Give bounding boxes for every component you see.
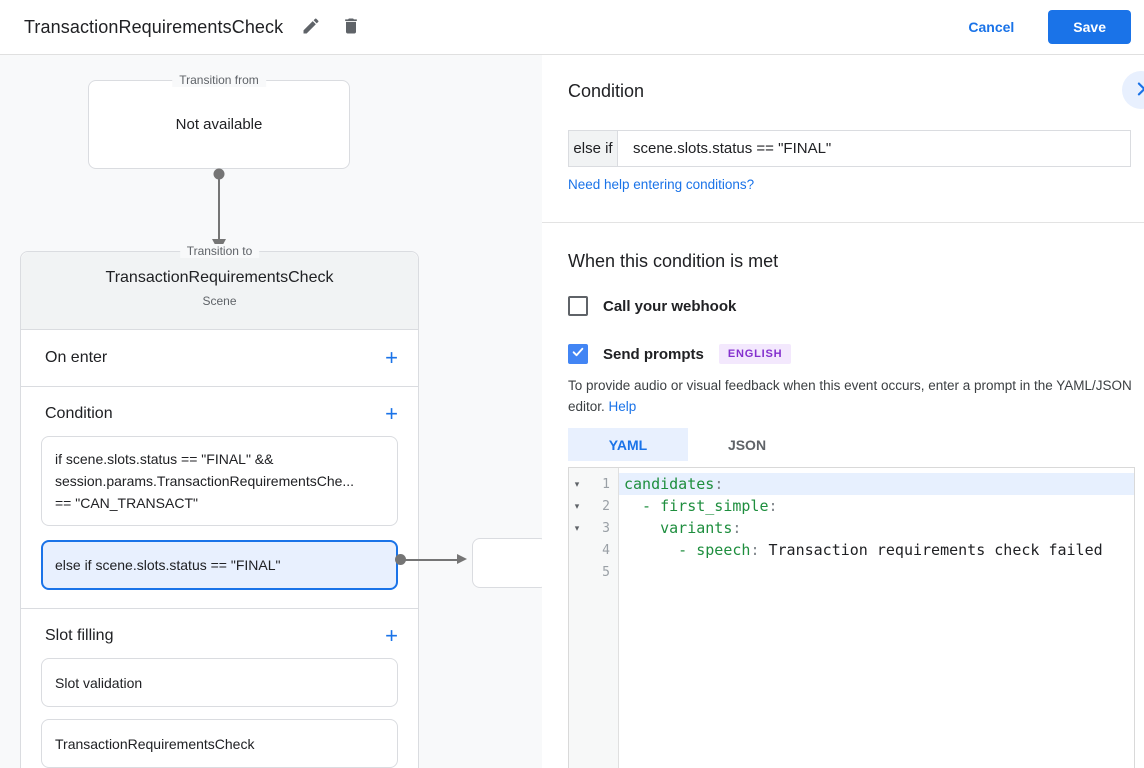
gutter-row: ▾ 1 [569, 473, 618, 495]
yaml-colon: : [768, 497, 778, 515]
slot-item-validation[interactable]: Slot validation [41, 658, 398, 707]
condition-expression-input[interactable] [618, 131, 1130, 166]
plus-icon: + [385, 401, 398, 426]
yaml-colon: : [750, 541, 760, 559]
checkmark-icon [571, 345, 585, 364]
condition-label: Condition [45, 405, 113, 422]
line-number: 1 [602, 476, 610, 492]
send-prompts-option[interactable]: Send prompts ENGLISH [568, 344, 792, 364]
slot-filling-label: Slot filling [45, 627, 114, 644]
code-line [619, 561, 1134, 583]
connector-line [405, 558, 458, 561]
yaml-value: Transaction requirements check failed [759, 541, 1103, 559]
yaml-colon: : [714, 475, 724, 493]
transition-target-box[interactable] [472, 538, 542, 588]
trash-icon [341, 16, 361, 39]
code-line: candidates: [619, 473, 1134, 495]
scene-card-title: TransactionRequirementsCheck [105, 269, 334, 286]
code-line: variants: [619, 517, 1134, 539]
add-slot-button[interactable]: + [385, 623, 398, 648]
connector-dot [395, 554, 406, 565]
plus-icon: + [385, 623, 398, 648]
transition-from-box: Transition from Not available [88, 73, 350, 169]
editor-hint-text: To provide audio or visual feedback when… [568, 375, 1143, 417]
yaml-key: - speech [624, 541, 751, 559]
yaml-key: - first_simple [624, 497, 769, 515]
webhook-label: Call your webhook [603, 297, 737, 315]
transition-to-legend: Transition to [179, 244, 260, 258]
code-line: - first_simple: [619, 495, 1134, 517]
page-title: TransactionRequirementsCheck [24, 16, 284, 37]
hint-help-link[interactable]: Help [608, 399, 637, 414]
condition-section-header: Condition + [21, 387, 418, 426]
slot-filling-section: Slot filling + Slot validation Transacti… [21, 609, 418, 768]
tab-yaml[interactable]: YAML [568, 428, 688, 461]
pencil-icon [301, 16, 321, 39]
condition-item-if[interactable]: if scene.slots.status == "FINAL" && sess… [41, 436, 398, 526]
hint-text: To provide audio or visual feedback when… [568, 378, 1132, 414]
edit-scene-button[interactable] [295, 11, 327, 43]
line-number: 5 [602, 564, 610, 580]
gutter-row: ▾ 2 [569, 495, 618, 517]
condition-expression-row: else if [568, 130, 1131, 167]
delete-scene-button[interactable] [335, 11, 367, 43]
condition-operator-label[interactable]: else if [569, 131, 618, 166]
transition-from-legend: Transition from [172, 73, 266, 87]
scene-flow-canvas: Transition from Not available Transition… [0, 55, 542, 768]
fold-arrow-icon[interactable]: ▾ [574, 478, 580, 489]
gutter-row: 4 [569, 539, 618, 561]
code-line: - speech: Transaction requirements check… [619, 539, 1134, 561]
send-prompts-label: Send prompts [603, 345, 704, 363]
editor-format-tabs: YAML JSON [568, 428, 806, 461]
on-enter-label: On enter [45, 349, 108, 366]
gutter-row: 5 [569, 561, 618, 583]
call-webhook-option[interactable]: Call your webhook [568, 296, 736, 316]
condition-section: Condition + if scene.slots.status == "FI… [21, 387, 418, 609]
panel-title: Condition [568, 81, 645, 101]
cancel-button[interactable]: Cancel [968, 19, 1015, 35]
yaml-colon: : [732, 519, 742, 537]
connector-arrowhead-icon [457, 554, 467, 564]
flow-arrow-down [212, 168, 226, 252]
line-number: 4 [602, 542, 610, 558]
add-condition-button[interactable]: + [385, 401, 398, 426]
condition-editor-panel: Condition else if Need help entering con… [542, 55, 1144, 768]
fold-arrow-icon[interactable]: ▾ [574, 500, 580, 511]
webhook-checkbox[interactable] [568, 296, 588, 316]
chevron-right-icon [1131, 79, 1144, 102]
fold-arrow-icon[interactable]: ▾ [574, 522, 580, 533]
editor-gutter: ▾ 1 ▾ 2 ▾ 3 4 5 [569, 468, 619, 768]
gutter-row: ▾ 3 [569, 517, 618, 539]
top-bar: TransactionRequirementsCheck Cancel Save [0, 0, 1144, 55]
transition-to-card: Transition to TransactionRequirementsChe… [20, 244, 419, 768]
editor-code-area[interactable]: candidates: - first_simple: variants: - … [619, 468, 1134, 768]
condition-item-else-if-selected[interactable]: else if scene.slots.status == "FINAL" [41, 540, 398, 590]
on-enter-section: On enter + [21, 330, 418, 387]
tab-json[interactable]: JSON [727, 436, 767, 453]
slot-item-transaction-check[interactable]: TransactionRequirementsCheck [41, 719, 398, 768]
save-button[interactable]: Save [1048, 10, 1131, 44]
when-condition-heading: When this condition is met [568, 251, 779, 271]
plus-icon: + [385, 345, 398, 370]
panel-divider [542, 222, 1144, 223]
line-number: 3 [602, 520, 610, 536]
scene-card-header: TransactionRequirementsCheck Scene [21, 252, 418, 330]
collapse-panel-button[interactable] [1122, 71, 1144, 109]
transition-from-content: Not available [175, 116, 263, 133]
add-on-enter-button[interactable]: + [385, 345, 398, 370]
scene-card-subtitle: Scene [202, 294, 237, 308]
yaml-key: variants [624, 519, 733, 537]
language-badge: ENGLISH [718, 344, 792, 364]
yaml-key: candidates [624, 475, 715, 493]
line-number: 2 [602, 498, 610, 514]
slot-filling-header: Slot filling + [21, 609, 418, 648]
condition-help-link[interactable]: Need help entering conditions? [568, 177, 755, 192]
yaml-code-editor[interactable]: ▾ 1 ▾ 2 ▾ 3 4 5 candidates: - first_sim [568, 467, 1135, 768]
send-prompts-checkbox[interactable] [568, 344, 588, 364]
